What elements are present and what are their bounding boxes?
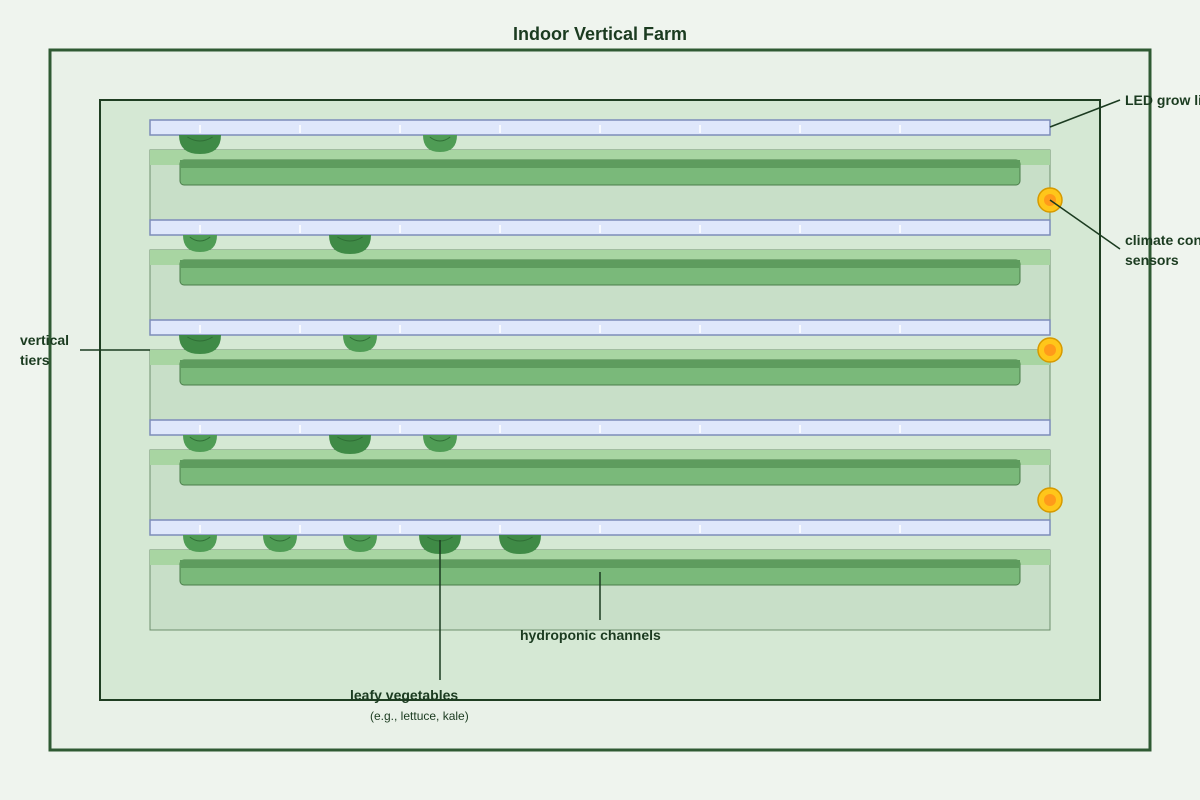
veg-label-line2: (e.g., lettuce, kale): [370, 709, 469, 723]
leaf-vein: [269, 536, 291, 542]
leafy-vegetable: [343, 535, 377, 552]
climate-label-line2: sensors: [1125, 252, 1179, 268]
leaf-vein: [349, 336, 371, 342]
leaf-vein: [507, 536, 533, 542]
leaf-vein: [429, 436, 451, 442]
tier: [149, 149, 1051, 231]
tier: [149, 449, 1051, 531]
hydroponic-channel-top: [180, 460, 1020, 468]
leafy-vegetable: [499, 535, 541, 554]
climate-sensor-core: [1044, 344, 1056, 356]
leaf-vein: [429, 136, 451, 142]
tiers-layer: [149, 119, 1063, 631]
leaf-vein: [189, 436, 211, 442]
leafy-vegetable: [343, 335, 377, 352]
leaf-vein: [337, 436, 363, 442]
tiers-label-line1: vertical: [20, 332, 69, 348]
tier: [149, 249, 1051, 331]
leafy-vegetable: [329, 435, 371, 454]
tier: [149, 349, 1051, 431]
hydroponic-channel-top: [180, 260, 1020, 268]
leaf-vein: [349, 536, 371, 542]
climate-sensor-core: [1044, 494, 1056, 506]
hydroponic-channel-top: [180, 160, 1020, 168]
led-leader-line: [1049, 99, 1121, 128]
leafy-vegetable: [263, 535, 297, 552]
leafy-vegetable: [183, 535, 217, 552]
leafy-vegetable: [329, 235, 371, 254]
sensor-leader-line: [1049, 199, 1121, 250]
leafy-vegetable: [179, 135, 221, 154]
leafy-vegetable: [183, 235, 217, 252]
leaf-vein: [187, 136, 213, 142]
leafy-vegetable: [183, 435, 217, 452]
leaf-vein: [189, 536, 211, 542]
climate-label-line1: climate control: [1125, 232, 1200, 248]
leaf-vein: [189, 236, 211, 242]
leaf-vein: [337, 236, 363, 242]
leaf-vein: [187, 336, 213, 342]
leafy-vegetable: [179, 335, 221, 354]
tiers-label-line2: tiers: [20, 352, 50, 368]
hydro-label: hydroponic channels: [520, 627, 661, 643]
hydroponic-channel-top: [180, 360, 1020, 368]
veg-label-line1: leafy vegetables: [350, 687, 458, 703]
led-label: LED grow lights: [1125, 92, 1200, 108]
leafy-vegetable: [423, 135, 457, 152]
diagram-title: Indoor Vertical Farm: [513, 24, 687, 44]
hydroponic-channel-top: [180, 560, 1020, 568]
leafy-vegetable: [423, 435, 457, 452]
